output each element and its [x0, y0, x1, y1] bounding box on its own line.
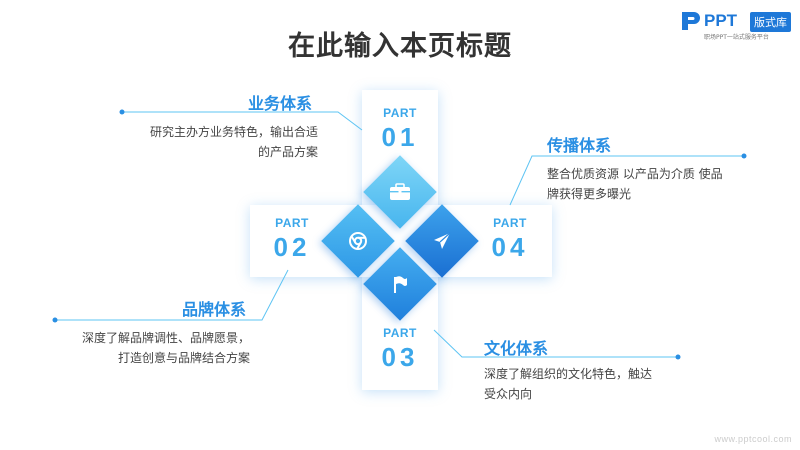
part-label: PART [275, 216, 309, 230]
part-number: 04 [491, 232, 529, 262]
page-title: 在此输入本页标题 [288, 31, 512, 62]
desc-line: 受众内向 [484, 387, 533, 401]
part-label: PART [383, 326, 417, 340]
chrome-icon [341, 224, 375, 258]
section-spread-desc: 整合优质资源 以产品为介质 使品 牌获得更多曝光 [547, 164, 752, 204]
section-culture-title: 文化体系 [484, 339, 549, 358]
part-03: PART 03 [362, 326, 438, 370]
section-brand-title: 品牌体系 [182, 300, 247, 319]
section-business-desc: 研究主办方业务特色，输出合适 的产品方案 [130, 122, 318, 162]
part-label: PART [493, 216, 527, 230]
paper-plane-icon [425, 224, 459, 258]
part-label: PART [383, 106, 417, 120]
footer-url: www.pptcool.com [714, 434, 792, 444]
part-number: 03 [381, 342, 419, 372]
logo-badge: 版式库 [750, 12, 791, 32]
brand-logo: PPT 版式库 职场PPT一站式服务平台 [680, 8, 795, 42]
section-spread-title: 传播体系 [547, 136, 612, 155]
part-02: PART 02 [262, 216, 322, 260]
desc-line: 深度了解品牌调性、品牌愿景， [81, 331, 250, 345]
desc-line: 牌获得更多曝光 [547, 187, 632, 201]
logo-mark-icon [682, 12, 700, 30]
briefcase-icon [383, 175, 417, 209]
desc-line: 深度了解组织的文化特色，触达 [484, 367, 653, 381]
part-01: PART 01 [362, 106, 438, 150]
section-brand-desc: 深度了解品牌调性、品牌愿景， 打造创意与品牌结合方案 [60, 328, 250, 368]
desc-line: 打造创意与品牌结合方案 [117, 351, 250, 365]
desc-line: 的产品方案 [257, 145, 318, 159]
flag-icon [383, 267, 417, 301]
part-number: 02 [273, 232, 311, 262]
part-04: PART 04 [480, 216, 540, 260]
desc-line: 研究主办方业务特色，输出合适 [149, 125, 318, 139]
part-number: 01 [381, 122, 419, 152]
section-business-title: 业务体系 [248, 94, 313, 113]
logo-slogan: 职场PPT一站式服务平台 [704, 34, 769, 41]
desc-line: 整合优质资源 以产品为介质 使品 [547, 167, 723, 181]
logo-brand: PPT [704, 11, 738, 30]
section-culture-desc: 深度了解组织的文化特色，触达 受众内向 [484, 364, 689, 404]
